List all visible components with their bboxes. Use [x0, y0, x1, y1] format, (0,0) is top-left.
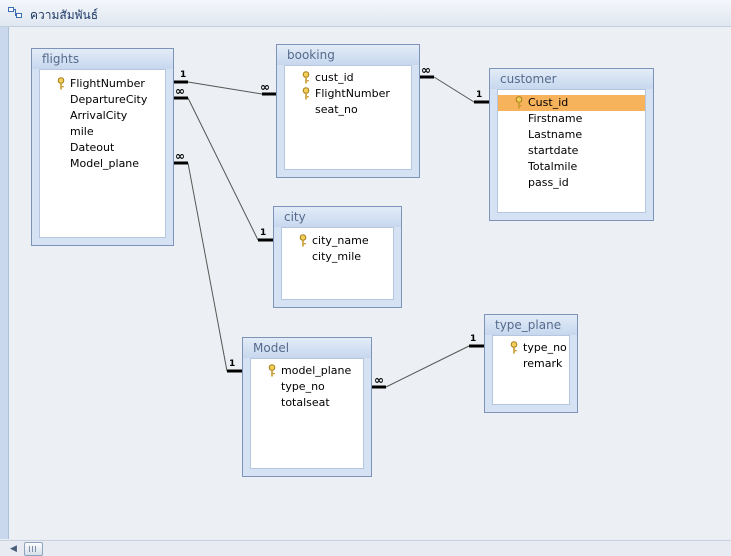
cardinality-many: ∞: [260, 80, 270, 94]
field-row[interactable]: cust_id: [285, 70, 411, 86]
table-flights[interactable]: flights FlightNumber DepartureCity Arriv…: [31, 48, 174, 246]
field-name: cust_id: [315, 71, 354, 84]
table-city[interactable]: city city_name city_mile: [273, 206, 402, 308]
field-name: type_no: [281, 380, 325, 393]
relationships-tab[interactable]: ความสัมพันธ์: [0, 0, 731, 27]
table-model[interactable]: Model model_plane type_no totalseat: [242, 337, 372, 477]
primary-key-icon: [515, 96, 523, 109]
table-title: city: [284, 210, 306, 224]
table-header[interactable]: Model: [243, 338, 371, 358]
primary-key-icon: [302, 71, 310, 84]
field-row[interactable]: startdate: [498, 143, 645, 159]
table-header[interactable]: customer: [490, 69, 653, 89]
grip-icon: [29, 546, 38, 552]
primary-key-icon: [299, 234, 307, 247]
field-name: totalseat: [281, 396, 330, 409]
field-list[interactable]: city_name city_mile: [281, 227, 394, 300]
left-edge: [0, 27, 9, 539]
field-name: city_mile: [312, 250, 362, 263]
field-row[interactable]: Dateout: [40, 140, 165, 156]
field-name: city_name: [312, 234, 369, 247]
field-row[interactable]: seat_no: [285, 102, 411, 118]
field-name: seat_no: [315, 103, 358, 116]
primary-key-icon: [302, 87, 310, 100]
cardinality-one: 1: [476, 90, 483, 100]
table-customer[interactable]: customer Cust_id Firstname Lastname star…: [489, 68, 654, 221]
field-row[interactable]: DepartureCity: [40, 92, 165, 108]
table-title: type_plane: [495, 318, 562, 332]
scroll-left-arrow-icon[interactable]: ◀: [10, 544, 17, 554]
field-row[interactable]: city_mile: [282, 249, 393, 265]
field-row[interactable]: FlightNumber: [40, 76, 165, 92]
field-row[interactable]: FlightNumber: [285, 86, 411, 102]
field-name: pass_id: [528, 176, 569, 189]
table-booking[interactable]: booking cust_id FlightNumber seat_no: [276, 44, 420, 178]
field-row[interactable]: mile: [40, 124, 165, 140]
primary-key-icon: [268, 364, 276, 377]
field-row[interactable]: type_no: [251, 379, 363, 395]
table-header[interactable]: type_plane: [485, 315, 577, 335]
cardinality-one: 1: [260, 228, 267, 238]
field-name: Dateout: [70, 141, 115, 154]
cardinality-many: ∞: [374, 373, 384, 387]
field-name: FlightNumber: [70, 77, 145, 90]
field-name: FlightNumber: [315, 87, 390, 100]
field-row[interactable]: pass_id: [498, 175, 645, 191]
horizontal-scrollbar[interactable]: ◀: [0, 540, 731, 556]
table-title: Model: [253, 341, 290, 355]
field-row[interactable]: type_no: [493, 340, 569, 356]
field-row[interactable]: model_plane: [251, 363, 363, 379]
field-row[interactable]: ArrivalCity: [40, 108, 165, 124]
field-name: remark: [523, 357, 563, 370]
field-name: Cust_id: [528, 96, 569, 109]
cardinality-one: 1: [229, 359, 236, 369]
table-type-plane[interactable]: type_plane type_no remark: [484, 314, 578, 413]
cardinality-many: ∞: [421, 63, 431, 77]
field-row[interactable]: totalseat: [251, 395, 363, 411]
field-name: Totalmile: [528, 160, 578, 173]
table-title: customer: [500, 72, 557, 86]
cardinality-one: 1: [470, 334, 477, 344]
table-title: booking: [287, 48, 335, 62]
relationships-icon: [8, 7, 22, 18]
field-name: Firstname: [528, 112, 583, 125]
field-row[interactable]: Totalmile: [498, 159, 645, 175]
tab-title: ความสัมพันธ์: [30, 8, 99, 22]
table-header[interactable]: city: [274, 207, 401, 227]
field-list[interactable]: model_plane type_no totalseat: [250, 358, 364, 469]
cardinality-many: ∞: [175, 149, 185, 163]
field-name: ArrivalCity: [70, 109, 128, 122]
field-name: model_plane: [281, 364, 352, 377]
cardinality-one: 1: [180, 70, 187, 80]
table-title: flights: [42, 52, 80, 66]
field-list[interactable]: type_no remark: [492, 335, 570, 405]
field-row[interactable]: Lastname: [498, 127, 645, 143]
field-name: DepartureCity: [70, 93, 148, 106]
field-row-selected[interactable]: Cust_id: [498, 95, 645, 111]
scrollbar-thumb[interactable]: [24, 542, 43, 556]
field-list[interactable]: Cust_id Firstname Lastname startdate Tot…: [497, 89, 646, 213]
field-row[interactable]: Firstname: [498, 111, 645, 127]
field-list[interactable]: FlightNumber DepartureCity ArrivalCity m…: [39, 69, 166, 238]
field-row[interactable]: Model_plane: [40, 156, 165, 172]
table-header[interactable]: flights: [32, 49, 173, 69]
field-name: Model_plane: [70, 157, 140, 170]
field-name: Lastname: [528, 128, 583, 141]
field-name: type_no: [523, 341, 567, 354]
primary-key-icon: [510, 341, 518, 354]
field-row[interactable]: city_name: [282, 233, 393, 249]
field-name: mile: [70, 125, 94, 138]
field-row[interactable]: remark: [493, 356, 569, 372]
table-header[interactable]: booking: [277, 45, 419, 65]
primary-key-icon: [57, 77, 65, 90]
field-list[interactable]: cust_id FlightNumber seat_no: [284, 65, 412, 170]
cardinality-many: ∞: [175, 84, 185, 98]
field-name: startdate: [528, 144, 579, 157]
